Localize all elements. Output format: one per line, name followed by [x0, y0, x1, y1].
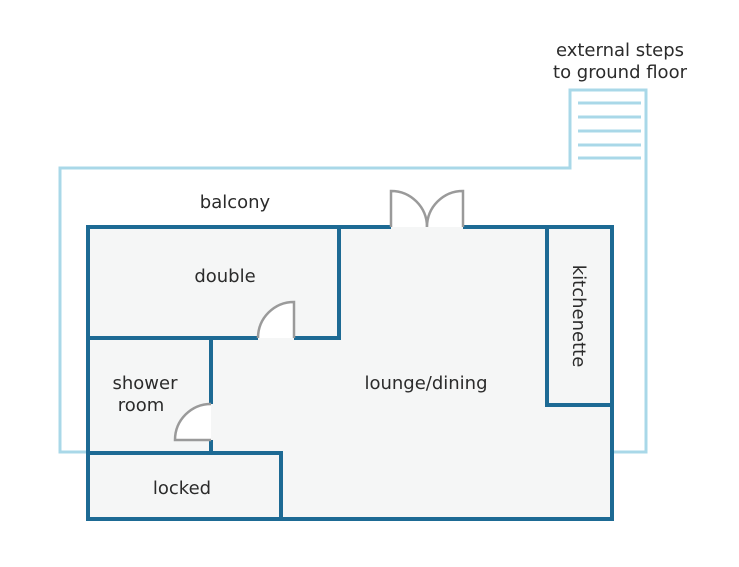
balcony-label: balcony	[200, 192, 271, 213]
door-leaf	[256, 300, 296, 339]
balcony-doors	[389, 189, 465, 230]
door-leaf	[173, 402, 212, 442]
right-door-leaf	[425, 189, 465, 228]
double-room-label: double	[194, 266, 255, 287]
outer-wall	[86, 225, 614, 521]
left-door-leaf	[389, 189, 429, 228]
double-room-door	[256, 300, 296, 341]
external-steps	[578, 101, 641, 160]
shower-room-label-line2: room	[118, 395, 165, 416]
steps-label-line2: to ground floor	[553, 62, 688, 83]
shower-room-door	[173, 402, 214, 442]
kitchenette-label: kitchenette	[568, 265, 589, 368]
locked-room-wall	[88, 451, 283, 519]
balcony-outline	[58, 88, 648, 454]
double-room-wall	[88, 227, 341, 340]
shower-room-label-line1: shower	[113, 373, 179, 394]
locked-room-label: locked	[153, 478, 211, 499]
lounge-label: lounge/dining	[364, 373, 487, 394]
steps-label-line1: external steps	[556, 40, 684, 61]
kitchenette-wall	[545, 227, 612, 407]
floor-area	[88, 227, 612, 519]
